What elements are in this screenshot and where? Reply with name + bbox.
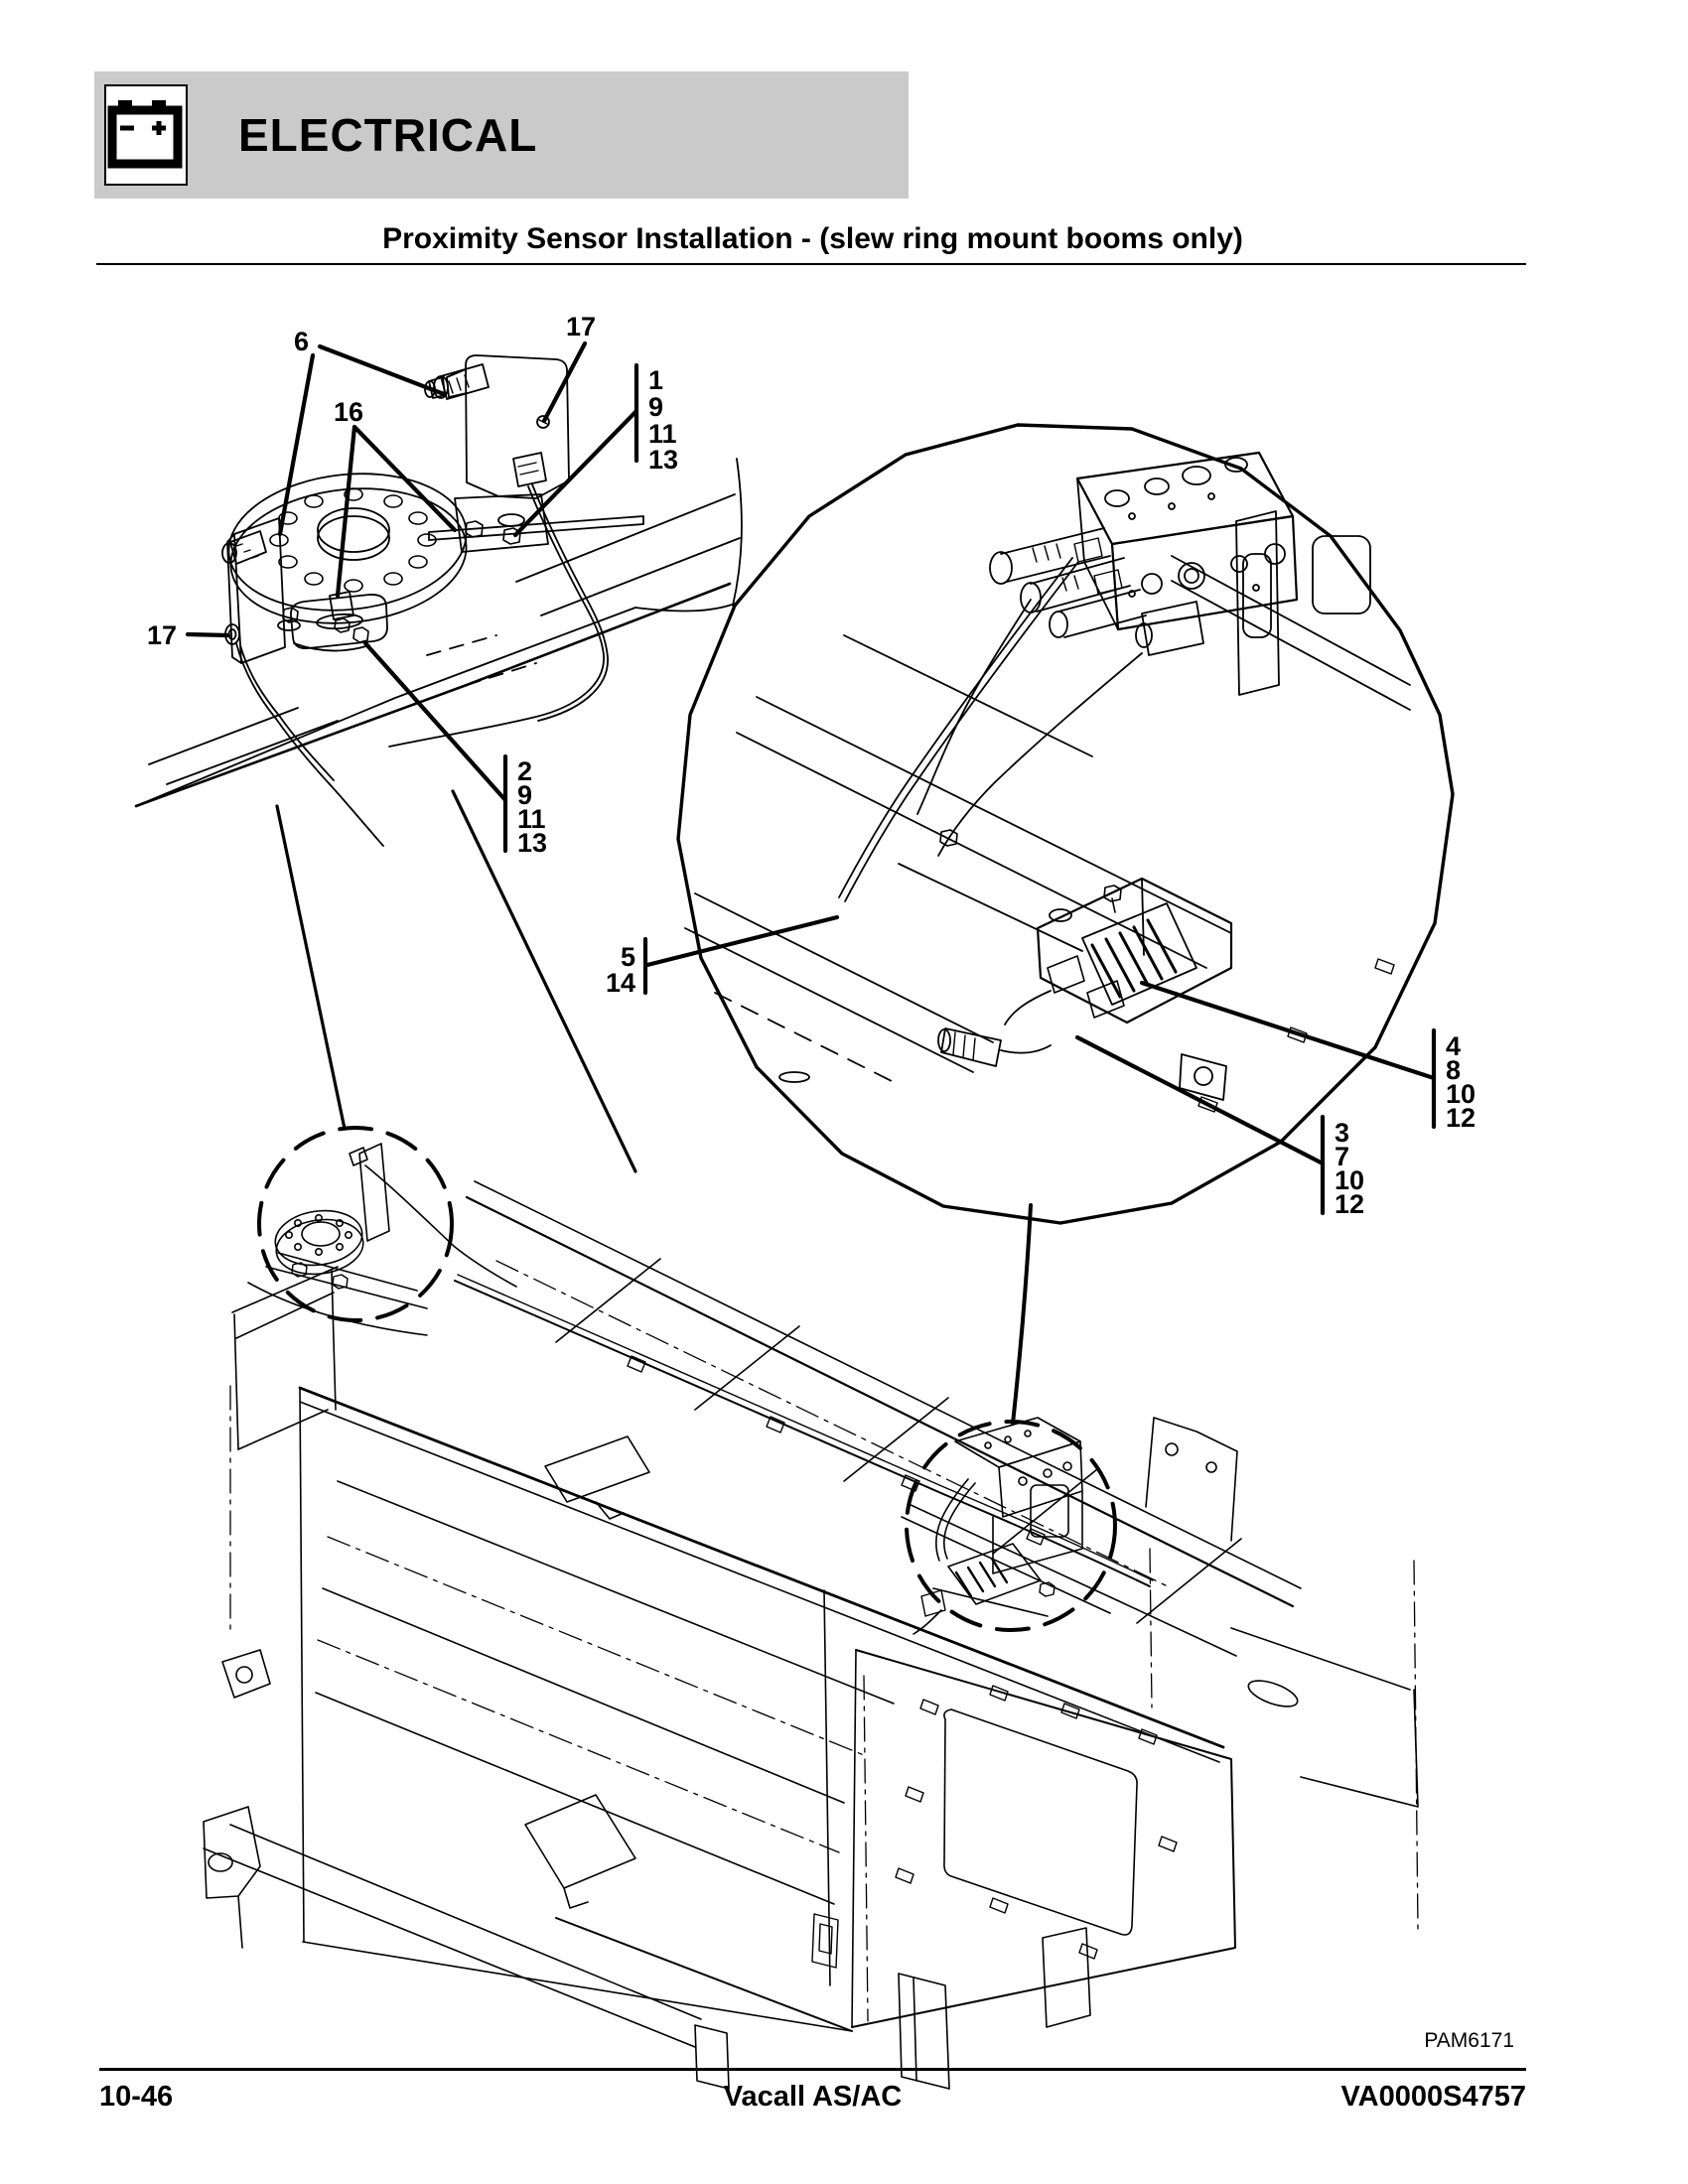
callout-17-left: 17 bbox=[147, 620, 177, 650]
callout-6: 6 bbox=[294, 327, 309, 356]
callout-17-top: 17 bbox=[566, 312, 596, 341]
svg-text:1: 1 bbox=[648, 365, 663, 395]
svg-text:10: 10 bbox=[1446, 1079, 1476, 1109]
svg-text:5: 5 bbox=[621, 942, 635, 972]
callout-stack-2: 2 9 11 13 bbox=[517, 756, 547, 858]
svg-text:9: 9 bbox=[648, 392, 663, 422]
svg-text:13: 13 bbox=[648, 445, 678, 475]
slew-ring-detail bbox=[134, 354, 743, 847]
svg-text:10: 10 bbox=[1335, 1165, 1364, 1195]
footer-rule bbox=[99, 2068, 1526, 2071]
leader-16b bbox=[352, 424, 458, 533]
svg-text:11: 11 bbox=[517, 804, 546, 834]
svg-text:9: 9 bbox=[517, 780, 532, 810]
leader-6b bbox=[277, 352, 316, 537]
svg-text:11: 11 bbox=[648, 419, 677, 449]
leader-stack1 bbox=[512, 408, 639, 538]
svg-text:3: 3 bbox=[1335, 1118, 1349, 1148]
section-title: ELECTRICAL bbox=[238, 109, 538, 161]
page-number: 10-46 bbox=[99, 2081, 174, 2113]
callout-stack-1: 1 9 11 13 bbox=[648, 365, 678, 475]
callout-stack-4: 4 8 10 12 bbox=[1446, 1031, 1476, 1133]
svg-text:4: 4 bbox=[1446, 1031, 1461, 1061]
svg-text:12: 12 bbox=[1335, 1189, 1364, 1219]
footer-doc-number: VA0000S4757 bbox=[1340, 2081, 1526, 2113]
leader-stack3 bbox=[1074, 1034, 1326, 1166]
footer-model: Vacall AS/AC bbox=[723, 2081, 903, 2113]
battery-icon bbox=[104, 84, 188, 186]
svg-text:2: 2 bbox=[517, 756, 532, 786]
leader-17-top bbox=[541, 341, 588, 424]
svg-text:12: 12 bbox=[1446, 1103, 1476, 1133]
callout-stack-5: 5 14 bbox=[606, 942, 635, 998]
title-rule bbox=[96, 263, 1526, 265]
callout-stack-3: 3 7 10 12 bbox=[1335, 1118, 1364, 1219]
svg-text:7: 7 bbox=[1335, 1142, 1349, 1171]
callout-16: 16 bbox=[334, 397, 363, 427]
figure-code: PAM6171 bbox=[1424, 2029, 1514, 2052]
callout-labels: 6 17 16 17 1 9 11 13 2 9 11 13 5 14 4 bbox=[147, 312, 1476, 1219]
callout-leaders bbox=[185, 341, 1437, 1216]
leader-stack4 bbox=[1139, 980, 1437, 1081]
detail-pointer-lines bbox=[275, 789, 1033, 1426]
detail-circle-valve bbox=[901, 1417, 1118, 1635]
leader-stack5 bbox=[644, 914, 840, 968]
leader-6a bbox=[317, 343, 447, 397]
figure-title: Proximity Sensor Installation - (slew ri… bbox=[382, 222, 1243, 255]
detail-circle-slew-ring bbox=[247, 1126, 517, 1336]
svg-text:13: 13 bbox=[517, 828, 547, 858]
leader-16a bbox=[335, 424, 357, 599]
leader-stack2 bbox=[362, 640, 508, 803]
bolt-holes bbox=[269, 487, 437, 593]
svg-text:14: 14 bbox=[606, 968, 635, 998]
detail-balloon-large bbox=[676, 423, 1455, 1225]
truck-body bbox=[203, 1180, 1419, 2090]
section-header-band bbox=[94, 71, 909, 199]
leader-17-left bbox=[185, 631, 231, 638]
svg-text:8: 8 bbox=[1446, 1055, 1461, 1085]
